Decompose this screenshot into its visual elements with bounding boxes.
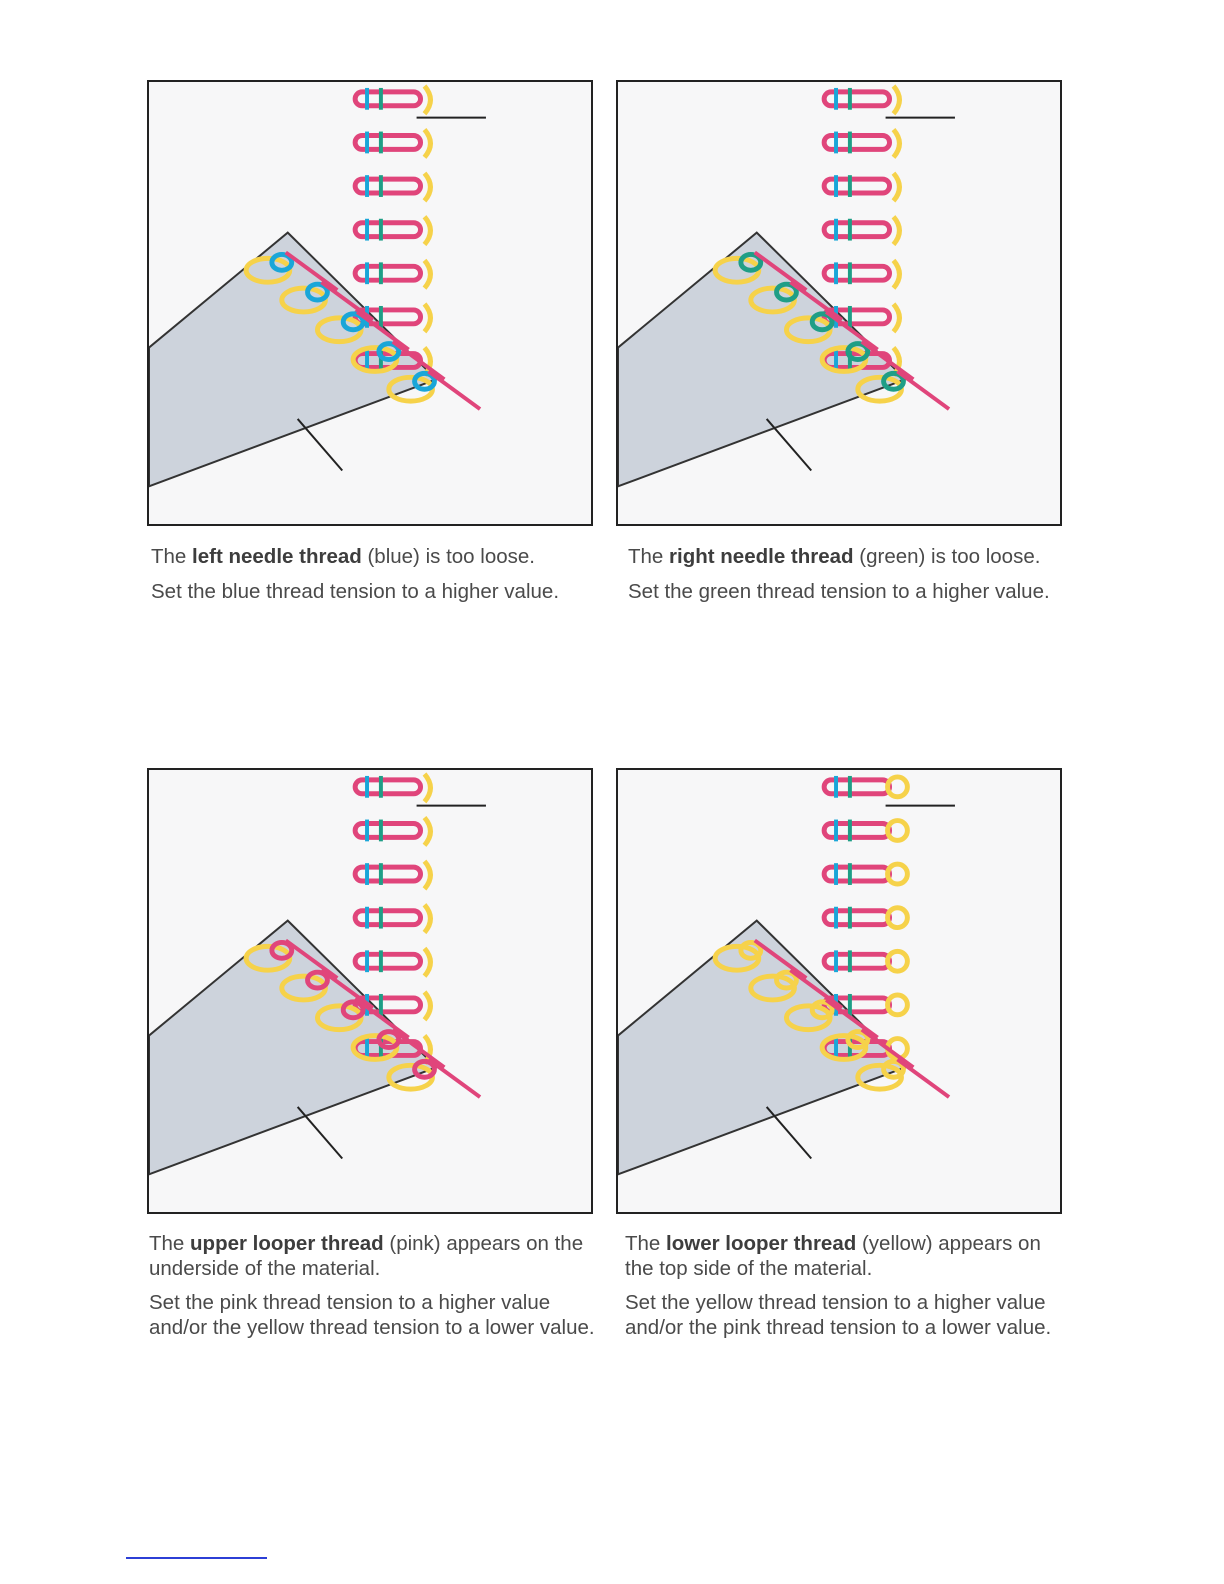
caption: The upper looper thread (pink) appears o… — [149, 1232, 599, 1350]
problem-statement: The upper looper thread (pink) appears o… — [149, 1232, 599, 1281]
problem-statement: The right needle thread (green) is too l… — [628, 545, 1058, 570]
thread-name: right needle thread — [669, 545, 854, 568]
instruction-text: Set the green thread tension to a higher… — [628, 580, 1058, 605]
caption: The right needle thread (green) is too l… — [628, 545, 1058, 614]
overlock-stitch-diagram — [149, 770, 591, 1212]
overlock-stitch-diagram — [618, 770, 1060, 1212]
stitch-illustration — [147, 768, 593, 1214]
problem-statement: The left needle thread (blue) is too loo… — [151, 545, 601, 570]
stitch-illustration — [616, 768, 1062, 1214]
thread-name: lower looper thread — [666, 1232, 856, 1255]
instruction-text: Set the pink thread tension to a higher … — [149, 1291, 599, 1340]
caption: The left needle thread (blue) is too loo… — [151, 545, 601, 614]
stitch-illustration — [147, 80, 593, 526]
overlock-stitch-diagram — [149, 82, 591, 524]
problem-statement: The lower looper thread (yellow) appears… — [625, 1232, 1075, 1281]
footer-link-underline — [126, 1557, 267, 1559]
caption: The lower looper thread (yellow) appears… — [625, 1232, 1075, 1350]
instruction-text: Set the yellow thread tension to a highe… — [625, 1291, 1075, 1340]
thread-name: upper looper thread — [190, 1232, 384, 1255]
instruction-text: Set the blue thread tension to a higher … — [151, 580, 601, 605]
stitch-illustration — [616, 80, 1062, 526]
overlock-stitch-diagram — [618, 82, 1060, 524]
thread-name: left needle thread — [192, 545, 362, 568]
